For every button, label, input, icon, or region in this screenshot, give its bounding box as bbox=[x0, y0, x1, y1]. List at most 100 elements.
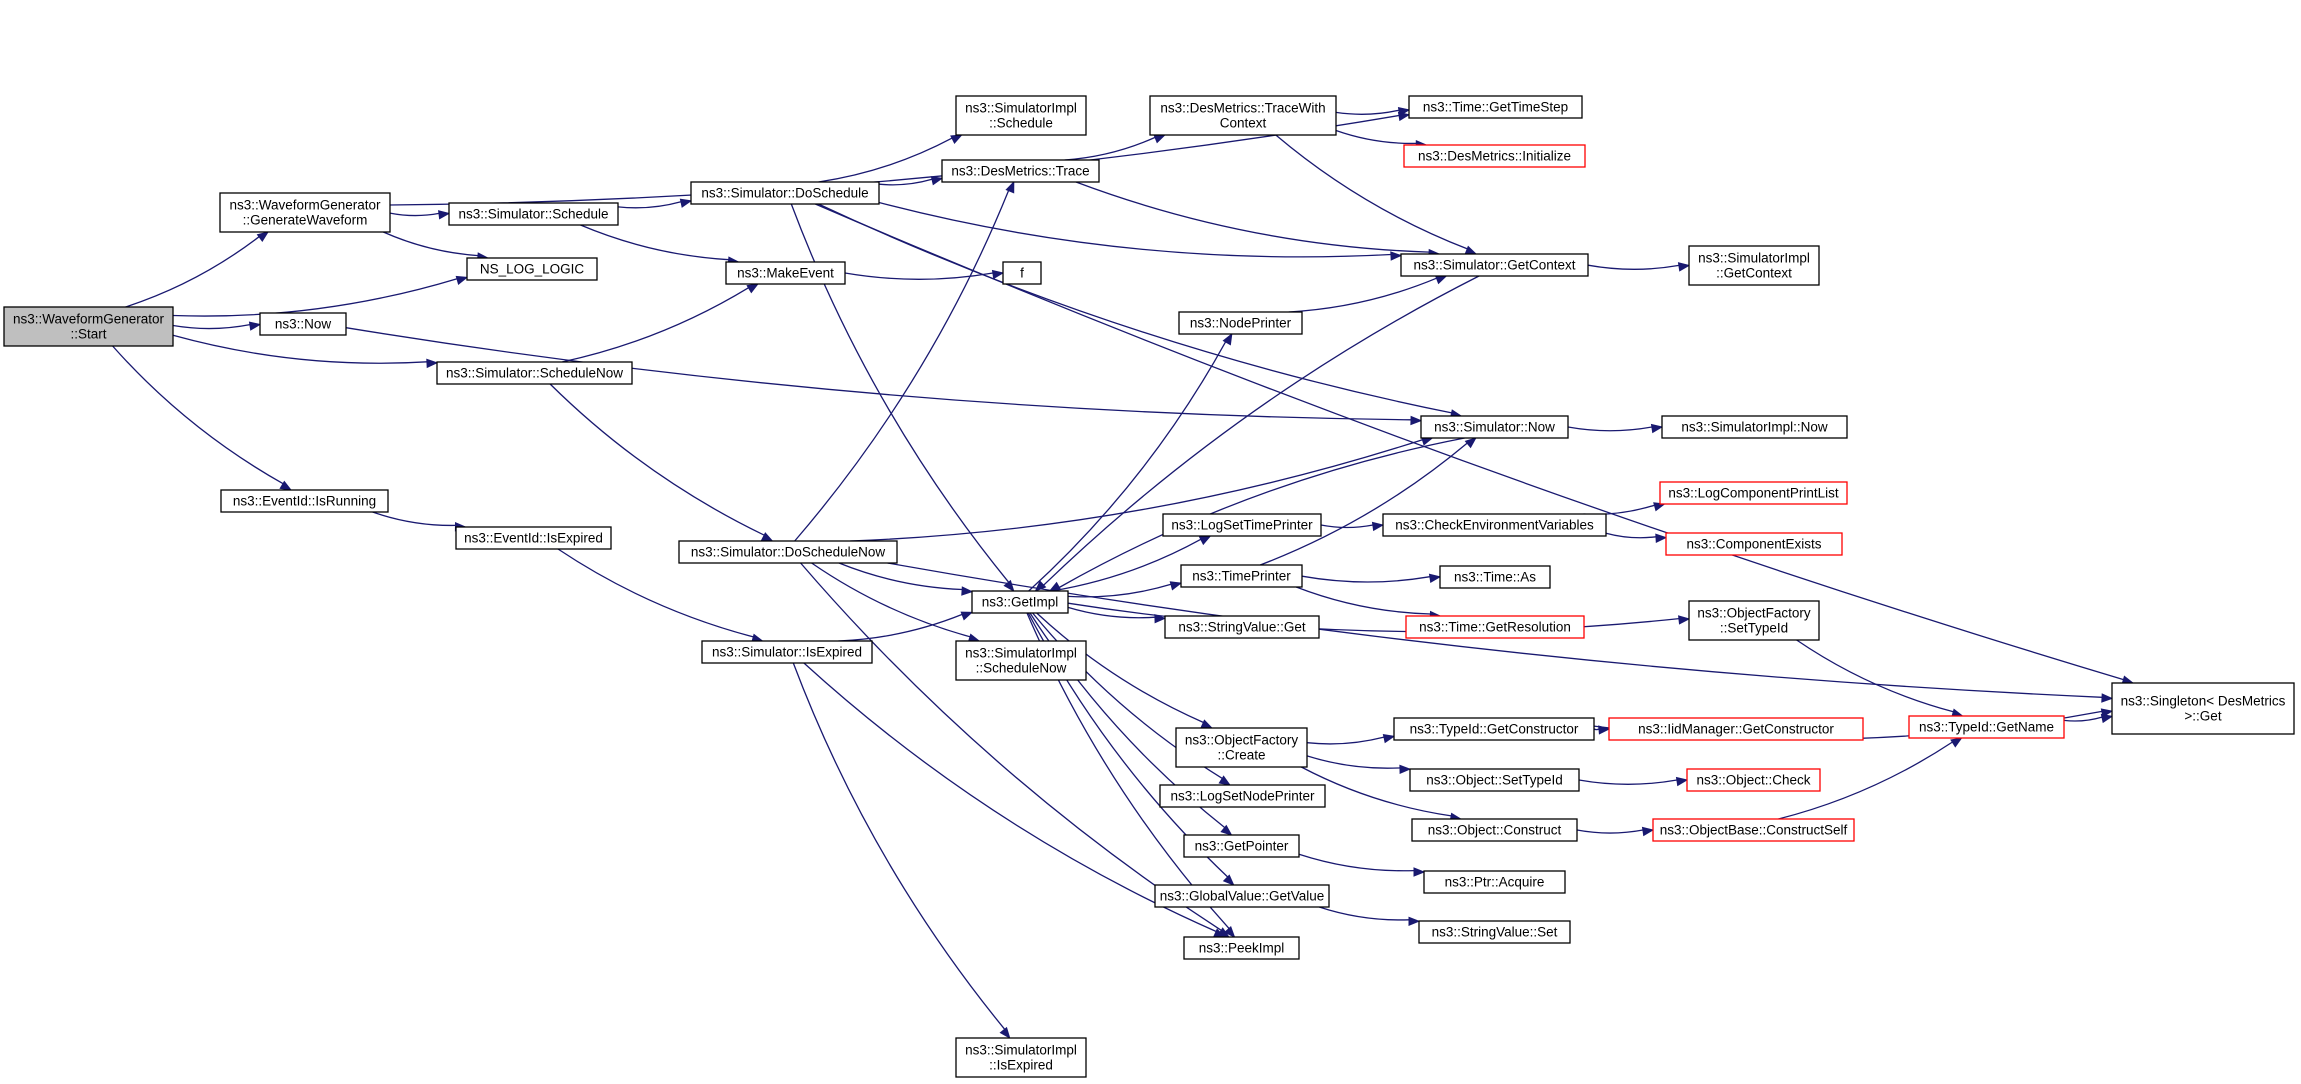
node-ns3-getpointer[interactable]: ns3::GetPointer bbox=[1183, 834, 1300, 858]
node-ns3-timeprinter[interactable]: ns3::TimePrinter bbox=[1180, 564, 1303, 588]
node-ns3-time-getresolution[interactable]: ns3::Time::GetResolution bbox=[1405, 615, 1585, 639]
node-label: ns3::CheckEnvironmentVariables bbox=[1395, 518, 1594, 533]
node-label: ns3::SimulatorImpl bbox=[965, 1043, 1077, 1058]
arrowhead-icon bbox=[1650, 423, 1664, 434]
node-ns3-object-check[interactable]: ns3::Object::Check bbox=[1686, 768, 1821, 792]
node-ns3-time-as[interactable]: ns3::Time::As bbox=[1439, 565, 1551, 589]
node-f[interactable]: f bbox=[1002, 261, 1042, 285]
node-ns3-desmetrics-initialize[interactable]: ns3::DesMetrics::Initialize bbox=[1403, 144, 1586, 168]
node-ns3-simulator-doschedule[interactable]: ns3::Simulator::DoSchedule bbox=[690, 181, 880, 205]
node-label: ns3::DesMetrics::TraceWith bbox=[1160, 101, 1325, 116]
node-ns3-now[interactable]: ns3::Now bbox=[259, 312, 347, 336]
edge-ofcreate-to-objsettid bbox=[1306, 755, 1412, 775]
node-ns3-objectfactory-settypeid[interactable]: ns3::ObjectFactory::SetTypeId bbox=[1688, 600, 1820, 641]
node-ns3-simulator-now[interactable]: ns3::Simulator::Now bbox=[1420, 415, 1569, 439]
node-label: ns3::LogComponentPrintList bbox=[1668, 486, 1839, 501]
edge-getctx-to-implgetctx bbox=[1587, 262, 1691, 272]
node-box bbox=[941, 159, 1100, 183]
node-ns3-typeid-getname[interactable]: ns3::TypeId::GetName bbox=[1908, 715, 2065, 739]
node-box bbox=[955, 95, 1087, 136]
node-ns3-componentexists[interactable]: ns3::ComponentExists bbox=[1665, 532, 1843, 556]
arrowhead-icon bbox=[1428, 573, 1442, 584]
node-box bbox=[1411, 818, 1578, 842]
node-ns3-nodeprinter[interactable]: ns3::NodePrinter bbox=[1178, 311, 1303, 335]
node-ns3-objectfactory-create[interactable]: ns3::ObjectFactory::Create bbox=[1175, 727, 1308, 768]
edge-dosched-to-simnow bbox=[818, 203, 1463, 419]
edge-line bbox=[803, 662, 1217, 933]
node-ns3-getimpl[interactable]: ns3::GetImpl bbox=[971, 590, 1069, 614]
node-ns3-logcomponentprintlist[interactable]: ns3::LogComponentPrintList bbox=[1659, 481, 1848, 505]
node-ns3-simulator-isexpired[interactable]: ns3::Simulator::IsExpired bbox=[701, 640, 873, 664]
edge-root-to-now bbox=[172, 321, 262, 331]
edge-line bbox=[1259, 442, 1468, 566]
edge-line bbox=[838, 613, 963, 642]
arrowhead-icon bbox=[1200, 719, 1214, 729]
node-ns3-ptr-acquire[interactable]: ns3::Ptr::Acquire bbox=[1423, 870, 1566, 894]
node-ns3-waveformgenerator-generatewaveform[interactable]: ns3::WaveformGenerator::GenerateWaveform bbox=[219, 192, 391, 233]
node-ns3-logsettimeprinter[interactable]: ns3::LogSetTimePrinter bbox=[1162, 513, 1322, 537]
arrowhead-icon bbox=[279, 480, 293, 491]
node-ns-log-logic[interactable]: NS_LOG_LOGIC bbox=[466, 257, 598, 281]
edge-line bbox=[1605, 532, 1657, 539]
arrowhead-icon bbox=[1464, 437, 1477, 449]
node-label: ns3::SimulatorImpl bbox=[965, 646, 1077, 661]
node-ns3-singleton-desmetrics-get[interactable]: ns3::Singleton< DesMetrics >::Get bbox=[2111, 682, 2295, 735]
edge-simnow-to-getimpl bbox=[1048, 437, 1465, 592]
node-label: ns3::GetPointer bbox=[1195, 839, 1289, 854]
node-ns3-simulatorimpl-isexpired[interactable]: ns3::SimulatorImpl::IsExpired bbox=[955, 1037, 1087, 1078]
node-ns3-peekimpl[interactable]: ns3::PeekImpl bbox=[1183, 936, 1300, 960]
node-ns3-eventid-isrunning[interactable]: ns3::EventId::IsRunning bbox=[220, 489, 389, 513]
node-ns3-iidmanager-getconstructor[interactable]: ns3::IidManager::GetConstructor bbox=[1608, 717, 1864, 741]
node-ns3-simulator-getcontext[interactable]: ns3::Simulator::GetContext bbox=[1400, 253, 1589, 277]
node-ns3-objectbase-constructself[interactable]: ns3::ObjectBase::ConstructSelf bbox=[1652, 818, 1855, 842]
node-ns3-typeid-getconstructor[interactable]: ns3::TypeId::GetConstructor bbox=[1393, 717, 1595, 741]
node-ns3-simulatorimpl-schedulenow[interactable]: ns3::SimulatorImpl::ScheduleNow bbox=[955, 640, 1087, 681]
node-ns3-simulatorimpl-getcontext[interactable]: ns3::SimulatorImpl::GetContext bbox=[1688, 245, 1820, 286]
arrowhead-icon bbox=[2101, 693, 2114, 703]
edge-root-to-nslog bbox=[172, 275, 469, 317]
node-ns3-desmetrics-trace[interactable]: ns3::DesMetrics::Trace bbox=[941, 159, 1100, 183]
node-ns3-stringvalue-get[interactable]: ns3::StringValue::Get bbox=[1164, 615, 1320, 639]
node-ns3-simulatorimpl-schedule[interactable]: ns3::SimulatorImpl::Schedule bbox=[955, 95, 1087, 136]
arrowhead-icon bbox=[1399, 764, 1412, 775]
edge-line bbox=[580, 224, 729, 261]
arrowhead-icon bbox=[1169, 581, 1183, 591]
node-ns3-stringvalue-set[interactable]: ns3::StringValue::Set bbox=[1418, 920, 1571, 944]
edge-logsettime-to-checkenv bbox=[1320, 521, 1385, 532]
node-box bbox=[690, 181, 880, 205]
arrowhead-icon bbox=[1382, 733, 1396, 744]
node-box bbox=[3, 306, 174, 347]
node-ns3-checkenvironmentvariables[interactable]: ns3::CheckEnvironmentVariables bbox=[1382, 513, 1607, 537]
edge-line bbox=[811, 562, 971, 638]
node-ns3-makeevent[interactable]: ns3::MakeEvent bbox=[725, 261, 846, 285]
edge-objconstruct-to-obconstructself bbox=[1576, 826, 1655, 837]
edge-line bbox=[172, 334, 428, 364]
arrowhead-icon bbox=[1678, 615, 1691, 625]
arrowhead-icon bbox=[1222, 874, 1235, 886]
node-ns3-time-gettimestep[interactable]: ns3::Time::GetTimeStep bbox=[1408, 95, 1583, 119]
node-ns3-object-settypeid[interactable]: ns3::Object::SetTypeId bbox=[1409, 768, 1580, 792]
node-box bbox=[1661, 415, 1848, 439]
node-ns3-waveformgenerator-start[interactable]: ns3::WaveformGenerator::Start bbox=[3, 306, 174, 347]
node-ns3-object-construct[interactable]: ns3::Object::Construct bbox=[1411, 818, 1578, 842]
node-box bbox=[1382, 513, 1607, 537]
node-ns3-globalvalue-getvalue[interactable]: ns3::GlobalValue::GetValue bbox=[1154, 884, 1330, 908]
node-box bbox=[701, 640, 873, 664]
node-box bbox=[1393, 717, 1595, 741]
edge-simschednow-to-makeev bbox=[561, 283, 760, 363]
node-box bbox=[971, 590, 1069, 614]
edge-line bbox=[1593, 728, 1600, 731]
edge-now-to-simnow bbox=[345, 327, 1423, 426]
node-box bbox=[1420, 415, 1569, 439]
node-ns3-simulator-doschedulenow[interactable]: ns3::Simulator::DoScheduleNow bbox=[678, 540, 898, 564]
node-ns3-simulator-schedule[interactable]: ns3::Simulator::Schedule bbox=[448, 202, 619, 226]
arrowhead-icon bbox=[1655, 533, 1668, 543]
node-ns3-logsetnodeprinter[interactable]: ns3::LogSetNodePrinter bbox=[1159, 784, 1326, 808]
edge-line bbox=[794, 190, 1010, 542]
node-label: ns3::GlobalValue::GetValue bbox=[1160, 889, 1325, 904]
node-ns3-simulatorimpl-now[interactable]: ns3::SimulatorImpl::Now bbox=[1661, 415, 1848, 439]
edge-line bbox=[1778, 741, 1953, 820]
node-ns3-eventid-isexpired[interactable]: ns3::EventId::IsExpired bbox=[455, 526, 612, 550]
node-ns3-simulator-schedulenow[interactable]: ns3::Simulator::ScheduleNow bbox=[436, 361, 633, 385]
